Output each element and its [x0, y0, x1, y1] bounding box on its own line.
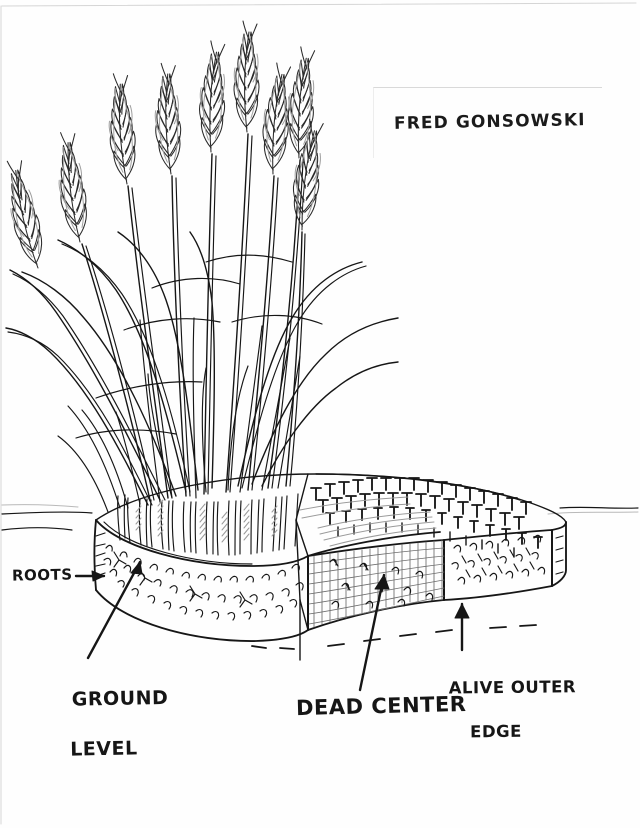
signature-text: FRED GONSOWSKI	[393, 110, 586, 134]
cut-stubble	[299, 477, 543, 558]
label-roots: ROOTS	[11, 565, 73, 585]
label-alive-outer-edge: ALIVE OUTER EDGE	[423, 654, 577, 788]
label-ground-level: GROUND LEVEL	[43, 661, 171, 813]
grass-stems-and-plumes	[0, 20, 327, 503]
annotation-arrows	[74, 560, 470, 692]
label-ground-level-line1: GROUND	[71, 686, 169, 711]
dashed-ground-line	[251, 599, 537, 661]
label-ground-level-line2: LEVEL	[70, 737, 138, 761]
roots-arrow	[74, 570, 106, 582]
ground-level-arrow	[86, 560, 143, 660]
alive-outer-edge-arrow	[454, 602, 470, 652]
dead-center-core	[308, 539, 445, 628]
horizon-line	[1, 504, 639, 531]
grass-blades	[5, 231, 399, 513]
signature-paper-slip	[373, 87, 602, 158]
root-hairs-left	[95, 532, 304, 621]
label-alive-outer-edge-line1: ALIVE OUTER	[448, 677, 577, 698]
alive-outer-edge-face	[451, 534, 564, 585]
label-alive-outer-edge-line2: EDGE	[470, 721, 523, 742]
cut-wedge	[295, 473, 567, 631]
dead-center-arrow	[358, 573, 390, 692]
clump-stem-bases	[117, 493, 299, 556]
